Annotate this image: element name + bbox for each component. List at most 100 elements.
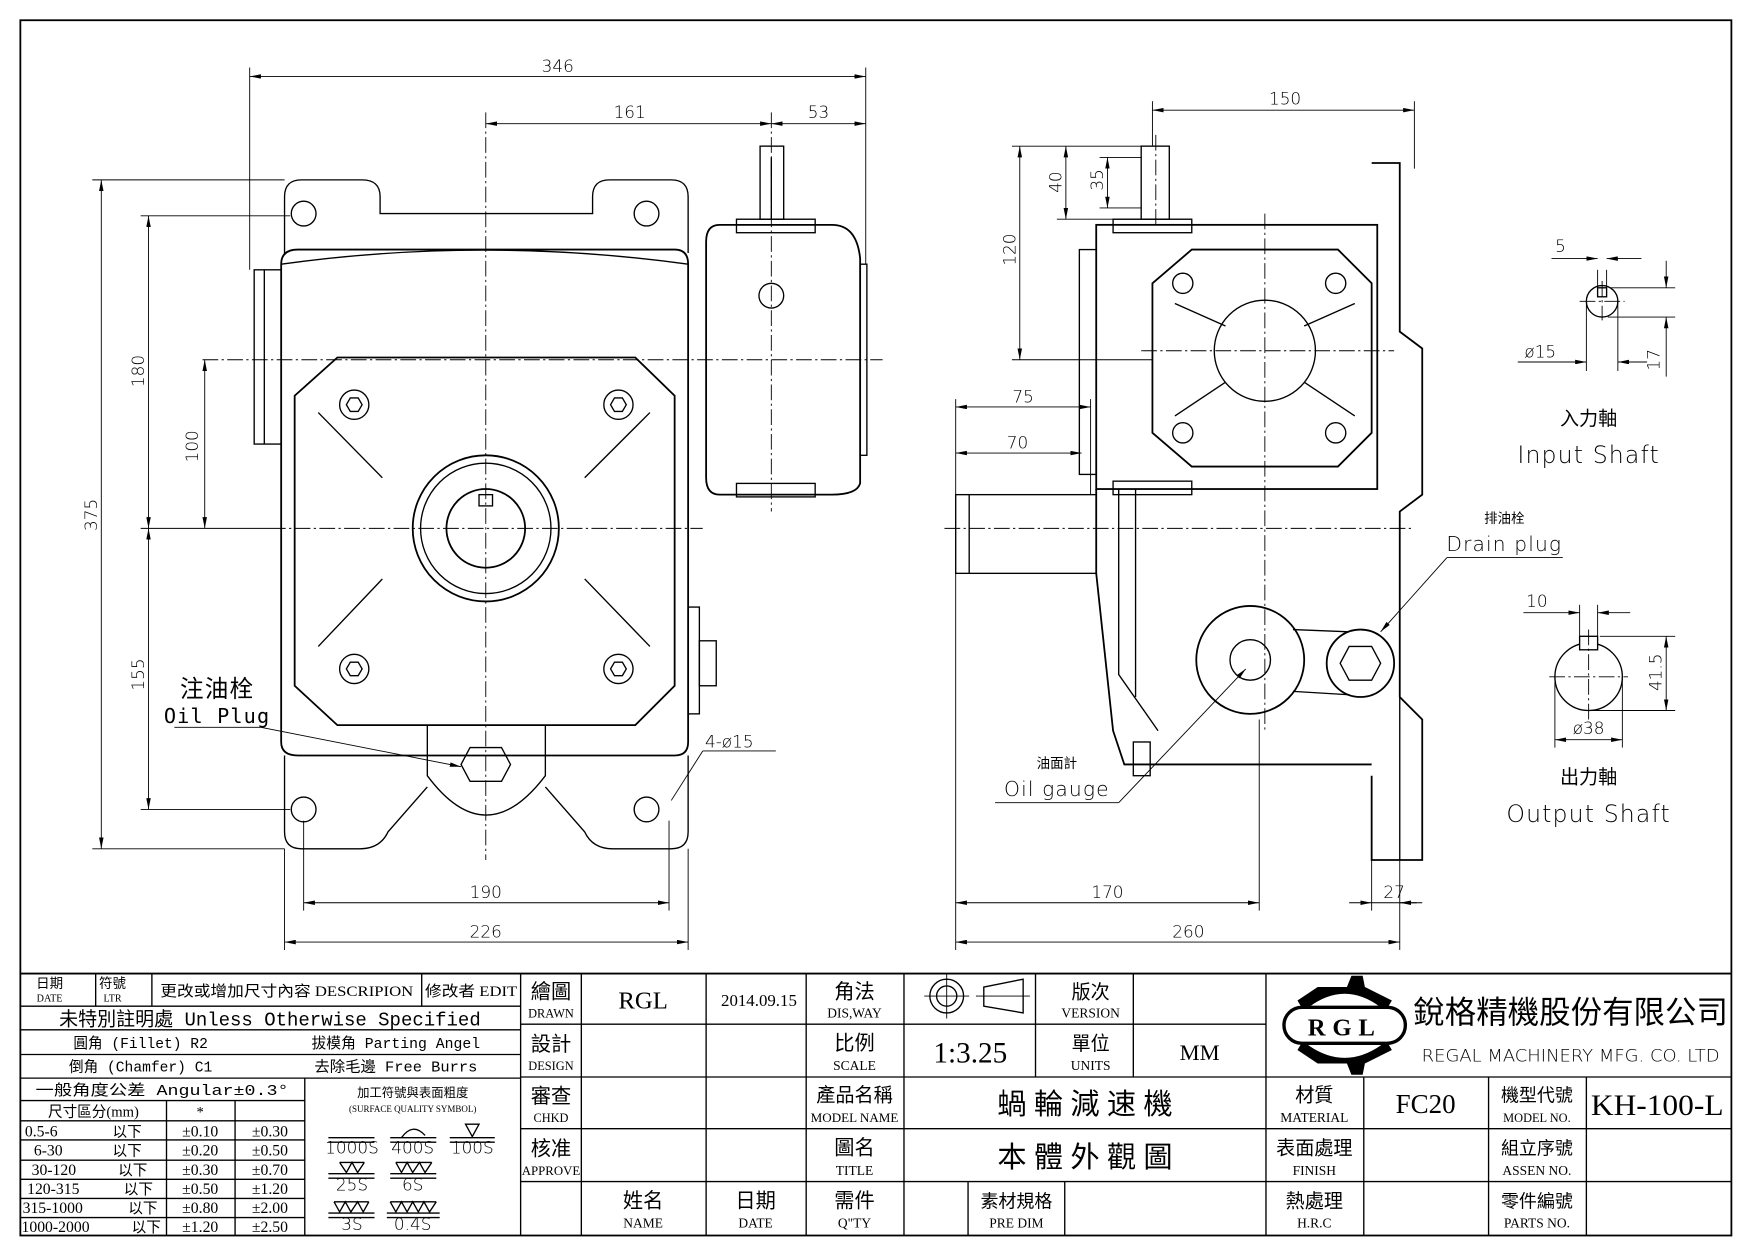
dim-226: 226 xyxy=(470,922,502,942)
front-dimensions: 346 161 53 375 180 155 100 190 226 4-ø15… xyxy=(81,56,867,950)
surface-quality-symbols: 加工符號與表面粗度 (SURFACE QUALITY SYMBOL) 1000S… xyxy=(325,1085,495,1234)
dim-150: 150 xyxy=(1269,89,1301,109)
tol-suffix: 以下 xyxy=(113,1144,142,1160)
date-col-label-en: DATE xyxy=(738,1216,772,1231)
input-shaft-dia: ø15 xyxy=(1524,341,1556,361)
tol-range: 1000-2000 xyxy=(21,1219,89,1236)
tol-suffix: 以下 xyxy=(132,1220,161,1236)
dim-375: 375 xyxy=(81,499,101,531)
scale-label-en: SCALE xyxy=(833,1058,876,1073)
tol-value: ±1.20 xyxy=(182,1219,218,1236)
tol-suffix: 以下 xyxy=(113,1125,142,1141)
tol-value: ±0.80 xyxy=(182,1200,218,1217)
dim-27: 27 xyxy=(1383,882,1404,902)
output-shaft-height: 41.5 xyxy=(1646,654,1666,692)
mount-hole xyxy=(633,796,660,823)
dim-170: 170 xyxy=(1091,882,1123,902)
output-shaft-dia: ø38 xyxy=(1573,718,1605,738)
company-name-zh: 銳格精機股份有限公司 xyxy=(1413,995,1728,1030)
output-shaft-label-zh: 出力軸 xyxy=(1560,766,1617,789)
front-view xyxy=(202,112,883,861)
tol-range: 120-315 xyxy=(27,1181,80,1198)
name-col-label: 姓名 xyxy=(623,1189,663,1212)
tol-value: ±0.70 xyxy=(252,1162,288,1179)
units-label-en: UNITS xyxy=(1071,1058,1111,1073)
tol-value: ±0.10 xyxy=(182,1124,218,1141)
model-no-value: KH-100-L xyxy=(1591,1090,1724,1122)
qty-label-en: Q"TY xyxy=(838,1216,871,1231)
design-label-en: DESIGN xyxy=(528,1059,573,1073)
tol-range: 6-30 xyxy=(34,1143,63,1160)
dim-35: 35 xyxy=(1087,169,1107,190)
dim-161: 161 xyxy=(614,102,646,122)
material-label-en: MATERIAL xyxy=(1280,1110,1348,1125)
burrs-note: 去除毛邊 Free Burrs xyxy=(314,1058,477,1076)
tol-header: 尺寸區分(mm) xyxy=(48,1103,139,1120)
tol-value: ±0.30 xyxy=(252,1124,288,1141)
oil-plug-label-zh: 注油栓 xyxy=(180,675,254,703)
drawn-label-en: DRAWN xyxy=(528,1006,574,1020)
parts-no-label: 零件編號 xyxy=(1501,1191,1573,1211)
title-label: 圖名 xyxy=(834,1137,874,1160)
tol-value: ±2.50 xyxy=(252,1219,288,1236)
dim-75: 75 xyxy=(1012,386,1033,406)
input-shaft-height: 17 xyxy=(1643,349,1663,370)
dim-70: 70 xyxy=(1007,433,1028,453)
output-shaft-label-en: Output Shaft xyxy=(1506,800,1670,828)
model-no-label-en: MODEL NO. xyxy=(1503,1111,1571,1125)
tol-value: ±0.50 xyxy=(252,1143,288,1160)
tol-value: ±0.20 xyxy=(182,1143,218,1160)
output-shaft-key: 10 xyxy=(1526,591,1547,611)
logo-text: RGL xyxy=(1308,1014,1382,1041)
rev-ltr-label: 符號 xyxy=(99,976,126,991)
pre-dim-label-en: PRE DIM xyxy=(989,1216,1043,1231)
angular-tolerance: 一般角度公差 Angular±0.3° xyxy=(36,1082,289,1100)
dim-mount-holes: 4-ø15 xyxy=(705,732,754,752)
oil-gauge-label-en: Oil gauge xyxy=(1004,777,1110,801)
tol-range: 30-120 xyxy=(32,1162,77,1179)
rev-edit-label: 修改者 EDIT xyxy=(425,983,517,1000)
surface-symbol: 400S xyxy=(391,1137,434,1157)
scale-value: 1:3.25 xyxy=(933,1037,1007,1069)
finish-label-en: FINISH xyxy=(1293,1163,1337,1178)
title-block: 日期 DATE 符號 LTR 更改或增加尺寸內容 DESCRIPION 修改者 … xyxy=(20,972,1732,1236)
input-shaft-key: 5 xyxy=(1555,236,1566,256)
parting-note: 拔模角 Parting Angel xyxy=(312,1035,481,1053)
drain-plug-label-zh: 排油栓 xyxy=(1484,511,1525,527)
mount-hole xyxy=(290,796,317,823)
drain-plug-hex xyxy=(1339,645,1382,681)
qty-label: 需件 xyxy=(834,1189,874,1212)
material-label: 材質 xyxy=(1295,1085,1333,1107)
fillet-note: 圓角 (Fillet) R2 xyxy=(73,1035,207,1053)
surface-symbol: 3S xyxy=(341,1214,362,1234)
drawn-date: 2014.09.15 xyxy=(721,991,797,1010)
approve-label: 核准 xyxy=(531,1138,571,1161)
hrc-label-en: H.R.C xyxy=(1297,1216,1331,1231)
hrc-label: 熱處理 xyxy=(1286,1190,1343,1212)
dim-100: 100 xyxy=(182,430,202,462)
surface-symbol: 6S xyxy=(402,1175,423,1195)
dim-260: 260 xyxy=(1172,922,1204,942)
tol-header: * xyxy=(197,1104,204,1120)
tol-range: 0.5-6 xyxy=(25,1124,58,1141)
oil-gauge xyxy=(1132,741,1151,777)
drawing-frame xyxy=(19,19,1733,1237)
name-col-label-en: NAME xyxy=(623,1216,663,1231)
dis-way-label-en: DIS,WAY xyxy=(827,1005,882,1020)
third-angle-projection-icon xyxy=(924,973,1030,1019)
design-label: 設計 xyxy=(531,1033,571,1056)
chamfer-note: 倒角 (Chamfer) C1 xyxy=(69,1058,212,1076)
finish-label: 表面處理 xyxy=(1276,1138,1352,1160)
input-shaft-section: ø15 5 17 入力軸 Input Shaft xyxy=(1517,236,1676,469)
company-name-en: REGAL MACHINERY MFG. CO. LTD xyxy=(1422,1045,1720,1065)
surface-symbol: 25S xyxy=(336,1175,368,1195)
mount-hole xyxy=(633,200,660,227)
oil-plug-hex xyxy=(460,746,512,782)
approve-label-en: APPROVE xyxy=(522,1164,580,1178)
dim-155: 155 xyxy=(128,658,148,690)
tol-value: ±1.20 xyxy=(252,1181,288,1198)
model-name-label-en: MODEL NAME xyxy=(811,1111,899,1125)
rev-ltr-label-en: LTR xyxy=(103,994,121,1005)
company-logo: RGL xyxy=(1282,975,1408,1075)
